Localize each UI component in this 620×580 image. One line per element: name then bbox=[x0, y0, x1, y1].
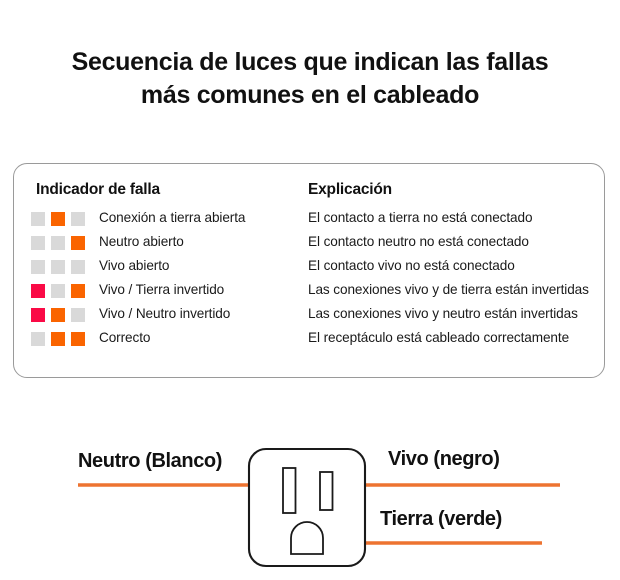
led-indicator-orange bbox=[71, 236, 85, 250]
led-indicator-off bbox=[71, 260, 85, 274]
led-indicator-red bbox=[31, 284, 45, 298]
fault-indicator-table-card: Indicador de falla Explicación Conexión … bbox=[13, 163, 605, 378]
fault-explanation: El contacto a tierra no está conectado bbox=[308, 210, 533, 225]
led-indicator-group bbox=[31, 332, 85, 346]
led-indicator-group bbox=[31, 308, 85, 322]
led-indicator-off bbox=[31, 236, 45, 250]
led-indicator-off bbox=[31, 332, 45, 346]
led-indicator-orange bbox=[51, 308, 65, 322]
led-indicator-group bbox=[31, 212, 85, 226]
led-indicator-orange bbox=[51, 332, 65, 346]
outlet-diagram: Neutro (Blanco) Vivo (negro) Tierra (ver… bbox=[0, 430, 620, 580]
label-hot: Vivo (negro) bbox=[388, 448, 500, 470]
outlet-faceplate bbox=[247, 447, 367, 568]
table-row: Neutro abierto El contacto neutro no está… bbox=[14, 232, 604, 256]
column-header-indicator: Indicador de falla bbox=[36, 181, 160, 198]
led-indicator-group bbox=[31, 236, 85, 250]
fault-label: Neutro abierto bbox=[99, 234, 184, 249]
column-header-explanation: Explicación bbox=[308, 181, 392, 198]
label-neutral: Neutro (Blanco) bbox=[78, 450, 223, 472]
table-row: Correcto El receptáculo está cableado cor… bbox=[14, 328, 604, 352]
fault-explanation: El receptáculo está cableado correctamen… bbox=[308, 330, 570, 345]
led-indicator-orange bbox=[71, 284, 85, 298]
led-indicator-off bbox=[51, 260, 65, 274]
led-indicator-off bbox=[31, 212, 45, 226]
led-indicator-orange bbox=[71, 332, 85, 346]
fault-label: Vivo / Neutro invertido bbox=[99, 306, 231, 321]
fault-label: Conexión a tierra abierta bbox=[99, 210, 246, 225]
fault-explanation: Las conexiones vivo y de tierra están in… bbox=[308, 282, 589, 297]
led-indicator-orange bbox=[51, 212, 65, 226]
led-indicator-red bbox=[31, 308, 45, 322]
page-title-line-2: más comunes en el cableado bbox=[140, 81, 480, 109]
led-indicator-group bbox=[31, 260, 85, 274]
led-indicator-group bbox=[31, 284, 85, 298]
fault-label: Correcto bbox=[99, 330, 151, 345]
outlet-diagram-svg bbox=[78, 447, 560, 568]
fault-label: Vivo abierto bbox=[99, 258, 170, 273]
page-title-line-1: Secuencia de luces que indican las falla… bbox=[71, 48, 549, 76]
fault-rows-container: Conexión a tierra abierta El contacto a t… bbox=[14, 208, 604, 352]
table-row: Vivo abierto El contacto vivo no está con… bbox=[14, 256, 604, 280]
led-indicator-off bbox=[71, 308, 85, 322]
led-indicator-off bbox=[51, 284, 65, 298]
led-indicator-off bbox=[31, 260, 45, 274]
outlet-hot-slot bbox=[319, 471, 334, 511]
page-title: Secuencia de luces que indican las falla… bbox=[0, 46, 620, 112]
fault-label: Vivo / Tierra invertido bbox=[99, 282, 225, 297]
table-row: Conexión a tierra abierta El contacto a t… bbox=[14, 208, 604, 232]
led-indicator-off bbox=[51, 236, 65, 250]
fault-explanation: Las conexiones vivo y neutro están inver… bbox=[308, 306, 578, 321]
fault-explanation: El contacto vivo no está conectado bbox=[308, 258, 515, 273]
table-row: Vivo / Neutro invertido Las conexiones vi… bbox=[14, 304, 604, 328]
led-indicator-off bbox=[71, 212, 85, 226]
label-ground: Tierra (verde) bbox=[380, 508, 502, 530]
fault-explanation: El contacto neutro no está conectado bbox=[308, 234, 529, 249]
table-row: Vivo / Tierra invertido Las conexiones vi… bbox=[14, 280, 604, 304]
outlet-ground-slot bbox=[290, 521, 324, 555]
outlet-neutral-slot bbox=[282, 467, 297, 514]
